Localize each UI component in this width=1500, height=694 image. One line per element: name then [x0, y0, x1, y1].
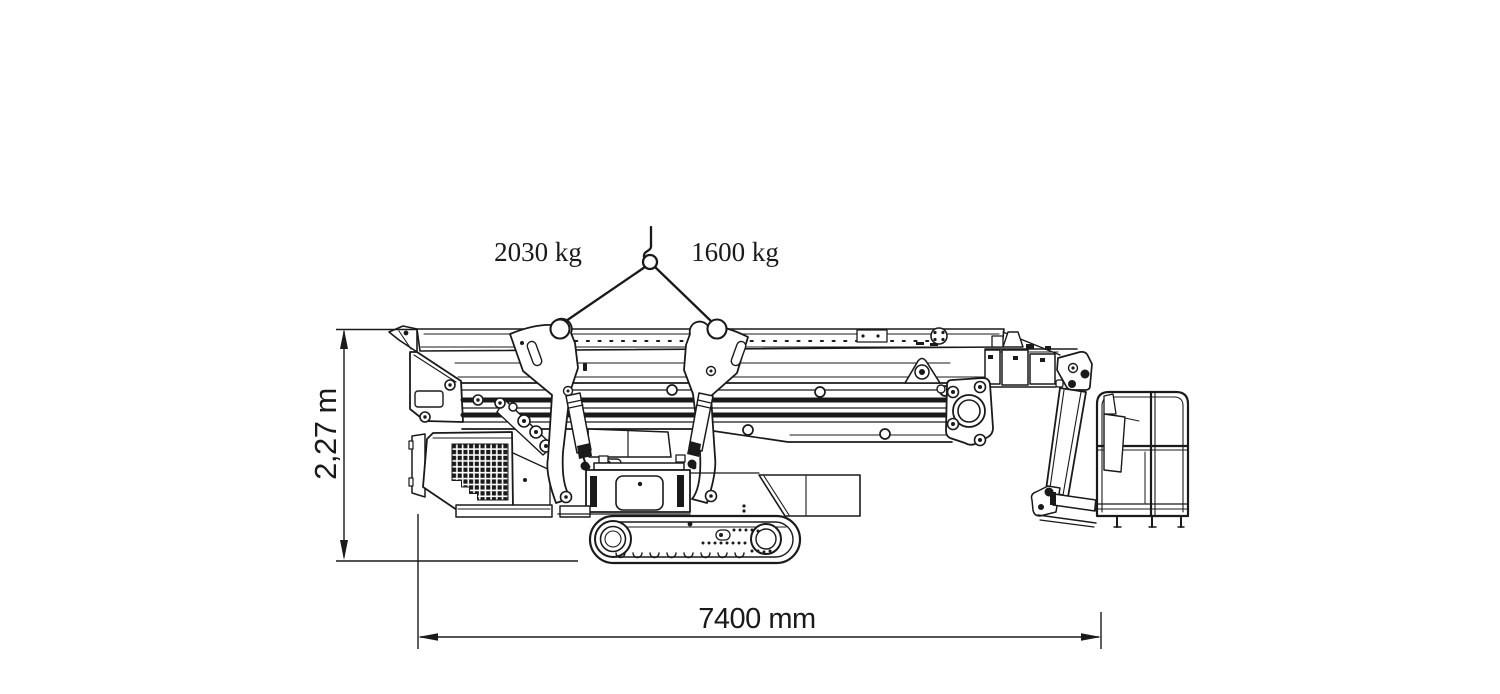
lifting-eye-right: [706, 318, 728, 340]
basket-feet: [1113, 515, 1185, 528]
arrow-left: [418, 633, 438, 641]
boom-head: [984, 331, 1078, 388]
support-ramp: [689, 472, 861, 517]
engine-housing: [408, 431, 553, 518]
track-rollers: [615, 552, 745, 559]
sling-line-left: [561, 265, 647, 325]
lifting-eye-left: [549, 318, 571, 340]
arrow-right: [1081, 633, 1101, 641]
sling-line-right: [653, 265, 715, 325]
height-dimension: [336, 328, 578, 562]
hook-ring: [641, 253, 659, 271]
rear-bracket: [388, 325, 464, 423]
sling-left-weight-label: 2030 kg: [494, 237, 582, 267]
arrow-down: [340, 540, 348, 560]
length-dimension: [417, 514, 1102, 649]
length-dimension-label: 7400 mm: [698, 603, 815, 635]
arrow-up: [340, 329, 348, 349]
lift-bracket-left: [509, 317, 592, 504]
crawler-track: [557, 505, 802, 565]
boom-knuckle-plate: [936, 377, 994, 447]
jib-assembly: [1045, 350, 1093, 498]
track-pin-dots: [701, 528, 772, 554]
basket: [1095, 390, 1190, 528]
height-dimension-label: 2,27 m: [308, 388, 343, 480]
boom-cradle: [585, 428, 697, 471]
hook-curve: [642, 243, 653, 259]
boom-mid-fittings: [904, 327, 948, 384]
turret: [585, 469, 691, 513]
machine-drawing: [388, 317, 1190, 565]
sling-right-weight-label: 1600 kg: [691, 237, 779, 267]
lifting-sling: [549, 225, 728, 340]
diagonal-strut: [472, 394, 554, 456]
